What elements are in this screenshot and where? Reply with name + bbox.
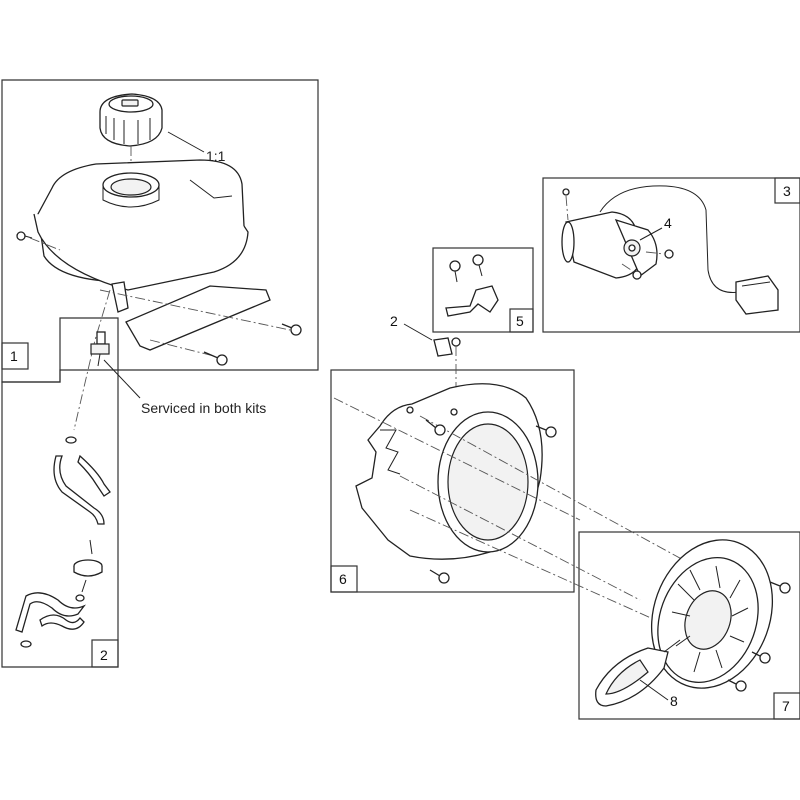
hose-clamp-upper xyxy=(65,436,77,444)
leader-2 xyxy=(403,323,433,341)
fuel-filter xyxy=(73,539,103,602)
fuel-hose-upper xyxy=(53,454,111,525)
starter-frame xyxy=(542,177,800,333)
recoil-bolt-right xyxy=(751,651,771,664)
recoil-bolt-lower xyxy=(727,679,747,692)
fuel-tank xyxy=(33,159,249,291)
fuel-line-frame xyxy=(1,317,119,668)
starter-bolt-line xyxy=(565,195,569,221)
starter-connector xyxy=(735,275,779,315)
box3-number: 3 xyxy=(783,183,791,199)
leader-1-1 xyxy=(167,131,205,153)
box2-tag xyxy=(91,639,119,668)
leader-8 xyxy=(639,679,669,701)
box5-tag xyxy=(509,308,534,333)
starter-wire xyxy=(599,185,741,294)
bracket-axis-line xyxy=(99,289,291,331)
label-8: 8 xyxy=(670,693,678,709)
recoil-starter-frame xyxy=(578,531,800,720)
starter-bolt-upper xyxy=(562,188,570,196)
housing-bolt-b xyxy=(535,425,557,438)
box1-tag xyxy=(1,342,29,370)
housing-bolt-c xyxy=(429,569,450,584)
bracket-bolt-lower xyxy=(203,351,228,366)
box6-number: 6 xyxy=(339,571,347,587)
fuel-line-axis xyxy=(73,289,111,431)
box7-number: 7 xyxy=(782,698,790,714)
leader-serviced xyxy=(103,359,141,399)
box5-number: 5 xyxy=(516,313,524,329)
housing-line-d xyxy=(409,509,701,641)
recoil-handle xyxy=(595,639,681,707)
box1-number: 1 xyxy=(10,348,18,364)
housing-line-b xyxy=(419,415,721,581)
starter-motor xyxy=(561,211,658,279)
leader-4 xyxy=(639,227,663,241)
recoil-bolt-upper xyxy=(769,581,791,594)
fuel-cap xyxy=(99,93,163,147)
tank-bracket xyxy=(111,281,271,351)
box3-tag xyxy=(774,177,800,204)
housing-line-c xyxy=(399,475,641,601)
box2-number: 2 xyxy=(100,647,108,663)
blower-housing-frame xyxy=(330,369,575,593)
tank-bolt-left xyxy=(16,231,33,241)
mounting-bracket xyxy=(445,285,499,317)
recoil-starter xyxy=(650,539,774,689)
housing-line-a xyxy=(333,397,581,521)
housing-bolt-a xyxy=(425,419,446,436)
bracket-bolt-right xyxy=(281,323,302,336)
starter-bolt-lower xyxy=(621,263,642,280)
fuel-shutoff-valve xyxy=(90,331,110,367)
fuel-hose-lower xyxy=(15,592,86,633)
bracket-bolt-b xyxy=(472,254,484,277)
label-2: 2 xyxy=(390,313,398,329)
hose-clamp-lower xyxy=(20,640,32,648)
bracket-bolt-a xyxy=(449,260,461,283)
serviced-note: Serviced in both kits xyxy=(141,400,266,416)
bracket-frame xyxy=(432,247,534,333)
box7-tag xyxy=(773,692,800,720)
box6-tag xyxy=(330,565,358,593)
tank-mount-line xyxy=(29,237,61,251)
blower-housing xyxy=(355,383,543,560)
label-4: 4 xyxy=(664,215,672,231)
bracket-lower-line xyxy=(149,339,215,357)
starter-bolt-right xyxy=(645,249,674,259)
